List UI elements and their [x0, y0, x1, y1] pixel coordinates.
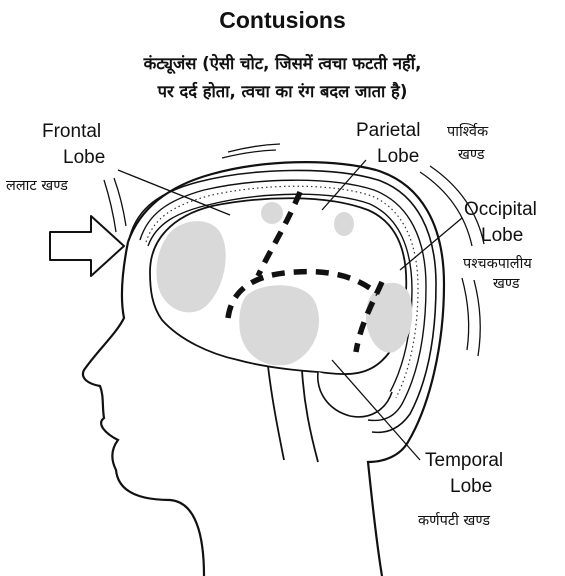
- frontal-label-hi: ललाट खण्ड: [6, 176, 68, 196]
- occipital-label-en-1: Occipital: [464, 198, 537, 222]
- parietal-small-bruise-2: [334, 212, 354, 236]
- parietal-label-en-1: Parietal: [356, 119, 420, 143]
- temporal-label-en-1: Temporal: [425, 449, 503, 473]
- cerebellum-outline: [318, 372, 392, 417]
- parietal-label-en-2: Lobe: [377, 145, 419, 169]
- parietal-label-hi-2: खण्ड: [458, 145, 485, 165]
- brainstem-outline: [268, 366, 318, 462]
- frontal-leader: [118, 170, 230, 215]
- occipital-label-hi-1: पश्चकपालीय: [463, 254, 532, 274]
- temporal-label-en-2: Lobe: [450, 475, 492, 499]
- occipital-label-en-2: Lobe: [481, 224, 523, 248]
- impact-arrow-icon: [50, 216, 124, 276]
- occipital-leader: [400, 218, 462, 270]
- frontal-label-en-1: Frontal: [42, 120, 101, 144]
- parietal-small-bruise-1: [261, 202, 283, 224]
- frontal-label-en-2: Lobe: [63, 146, 105, 170]
- occipital-label-hi-2: खण्ड: [493, 274, 520, 294]
- temporal-label-hi: कर्णपटी खण्ड: [418, 511, 490, 531]
- parietal-label-hi-1: पार्श्विक: [447, 122, 488, 142]
